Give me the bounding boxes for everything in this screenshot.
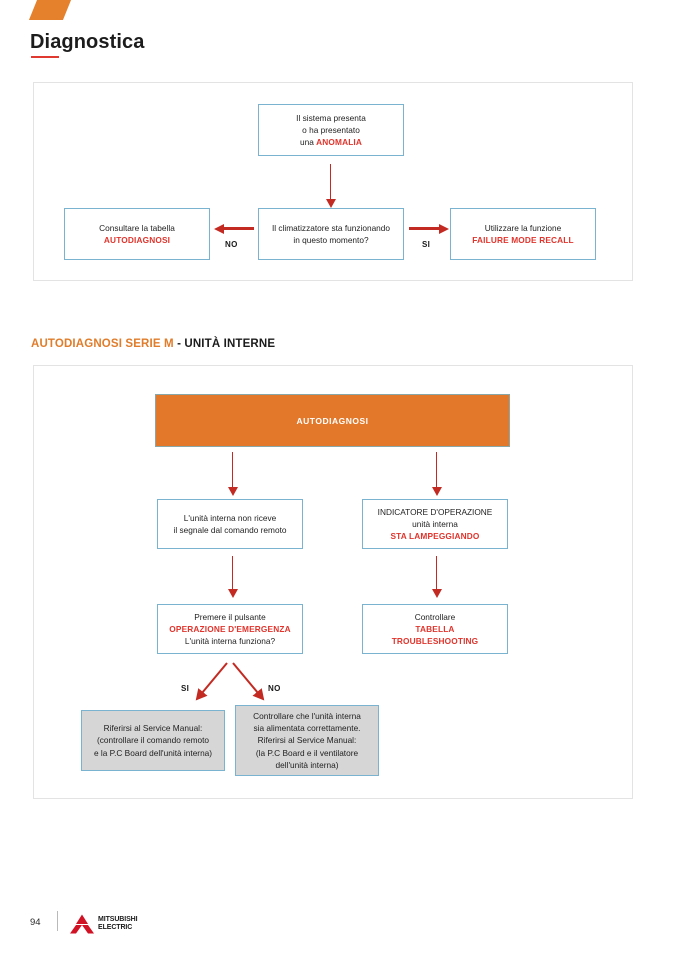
flow-box-decision-climatizzatore: Il climatizzatore sta funzionando in que… [258,208,404,260]
brand-line-1: MITSUBISHI [98,916,138,923]
banner-autodiagnosi: AUTODIAGNOSI [155,394,510,447]
label-si-top: SI [422,240,431,249]
arrow-shaft [435,556,438,590]
arrow-shaft [223,227,254,230]
flow-box-result-no-line4: (la P.C Board e il ventilatore [255,747,359,758]
arrow-shaft [329,164,332,200]
arrow-head [227,589,238,598]
flow-box-indicatore-line1: INDICATORE D'OPERAZIONE [377,506,493,517]
flow-box-emergenza-line1: Premere il pulsante [194,611,266,622]
flow-box-anomalia-line3: una ANOMALIA [300,136,362,148]
flow-box-troubleshooting-line1: Controllare [414,611,456,622]
flow-box-result-no-line2: sia alimentata correttamente. [253,723,361,734]
arrow-banner-to-left-box [227,452,238,496]
flow-box-consultare-autodiagnosi: Consultare la tabella AUTODIAGNOSI [64,208,210,260]
flow-box-segnale-line2: il segnale dal comando remoto [173,525,287,535]
label-no-top: NO [225,240,238,249]
flow-box-indicatore-emphasis: STA LAMPEGGIANDO [390,531,480,542]
arrow-head [214,223,224,234]
flow-box-result-si-line1: Riferirsi al Service Manual: [103,723,203,734]
flow-box-result-si-line2: (controllare il comando remoto [96,735,210,746]
arrow-shaft [231,452,234,488]
arrow-diagonal-si [195,662,228,701]
mitsubishi-electric-logo: MITSUBISHI ELECTRIC [70,913,138,934]
arrow-head [325,199,336,208]
arrow-right-si [409,223,449,234]
flow-box-operazione-emergenza: Premere il pulsante OPERAZIONE D'EMERGEN… [157,604,303,654]
three-diamonds-icon [70,914,94,934]
arrow-head [431,487,442,496]
section-heading-highlight: AUTODIAGNOSI SERIE M [31,338,174,350]
page-title: Diagnostica [30,31,145,53]
footer-divider [57,911,58,931]
label-si-bottom: SI [181,684,190,693]
arrow-left-no [214,223,254,234]
flow-box-anomalia-emphasis: ANOMALIA [316,137,363,148]
flow-box-troubleshooting-emphasis1: TABELLA [415,623,455,634]
flow-box-consultare-emphasis: AUTODIAGNOSI [103,235,171,245]
flow-box-troubleshooting-emphasis2: TROUBLESHOOTING [391,636,479,647]
arrow-diagonal-no [232,662,265,701]
arrow-head [227,487,238,496]
flow-box-result-no-line3: Riferirsi al Service Manual: [257,735,357,746]
arrow-left-box1-to-box2 [227,556,238,598]
arrow-right-box1-to-box2 [431,556,442,598]
flow-box-anomalia-line3-prefix: una [299,137,317,148]
arrow-head [431,589,442,598]
flow-box-result-no-line5: dell'unità interna) [275,759,339,770]
banner-autodiagnosi-label: AUTODIAGNOSI [296,415,369,426]
flow-box-emergenza-line3: L'unità interna funziona? [184,636,276,647]
flow-box-tabella-troubleshooting: Controllare TABELLA TROUBLESHOOTING [362,604,508,654]
brand-wordmark: MITSUBISHI ELECTRIC [98,916,138,931]
arrow-shaft [435,452,438,488]
flow-box-consultare-line1: Consultare la tabella [99,222,175,233]
flow-box-failure-line1: Utilizzare la funzione [484,222,562,233]
flow-box-emergenza-emphasis: OPERAZIONE D'EMERGENZA [169,623,291,634]
brand-line-2: ELECTRIC [98,923,133,931]
page-title-underline [31,56,59,58]
arrow-banner-to-right-box [431,452,442,496]
page-number: 94 [30,917,41,928]
flow-box-result-si: Riferirsi al Service Manual: (controllar… [81,710,225,771]
section-heading-rest: - UNITÀ INTERNE [173,338,276,350]
flow-box-anomalia-line1: Il sistema presenta [296,112,366,123]
flow-box-indicatore-line2: unità interna [412,518,458,529]
label-no-bottom: NO [268,684,281,693]
flow-box-result-no-line1: Controllare che l'unità interna [253,710,361,721]
arrow-shaft [409,227,440,230]
arrow-down-to-decision [325,164,336,208]
flow-box-anomalia: Il sistema presenta o ha presentato una … [258,104,404,156]
flow-box-result-no: Controllare che l'unità interna sia alim… [235,705,379,776]
flow-box-decision-line1: Il climatizzatore sta funzionando [271,222,391,233]
flow-box-decision-line2: in questo momento? [293,235,369,245]
flow-box-segnale-line1: L'unità interna non riceve [183,512,277,523]
arrow-head [439,223,449,234]
arrow-shaft [231,556,234,590]
header-accent-shape [28,0,72,20]
flow-box-anomalia-line2: o ha presentato [302,124,360,135]
flow-box-result-si-line3: e la P.C Board dell'unità interna) [93,747,213,758]
flow-box-segnale-comando-remoto: L'unità interna non riceve il segnale da… [157,499,303,549]
flow-box-indicatore-operazione: INDICATORE D'OPERAZIONE unità interna ST… [362,499,508,549]
flow-box-failure-emphasis: FAILURE MODE RECALL [472,235,574,245]
section-heading: AUTODIAGNOSI SERIE M - UNITÀ INTERNE [31,338,275,350]
flow-box-failure-mode-recall: Utilizzare la funzione FAILURE MODE RECA… [450,208,596,260]
